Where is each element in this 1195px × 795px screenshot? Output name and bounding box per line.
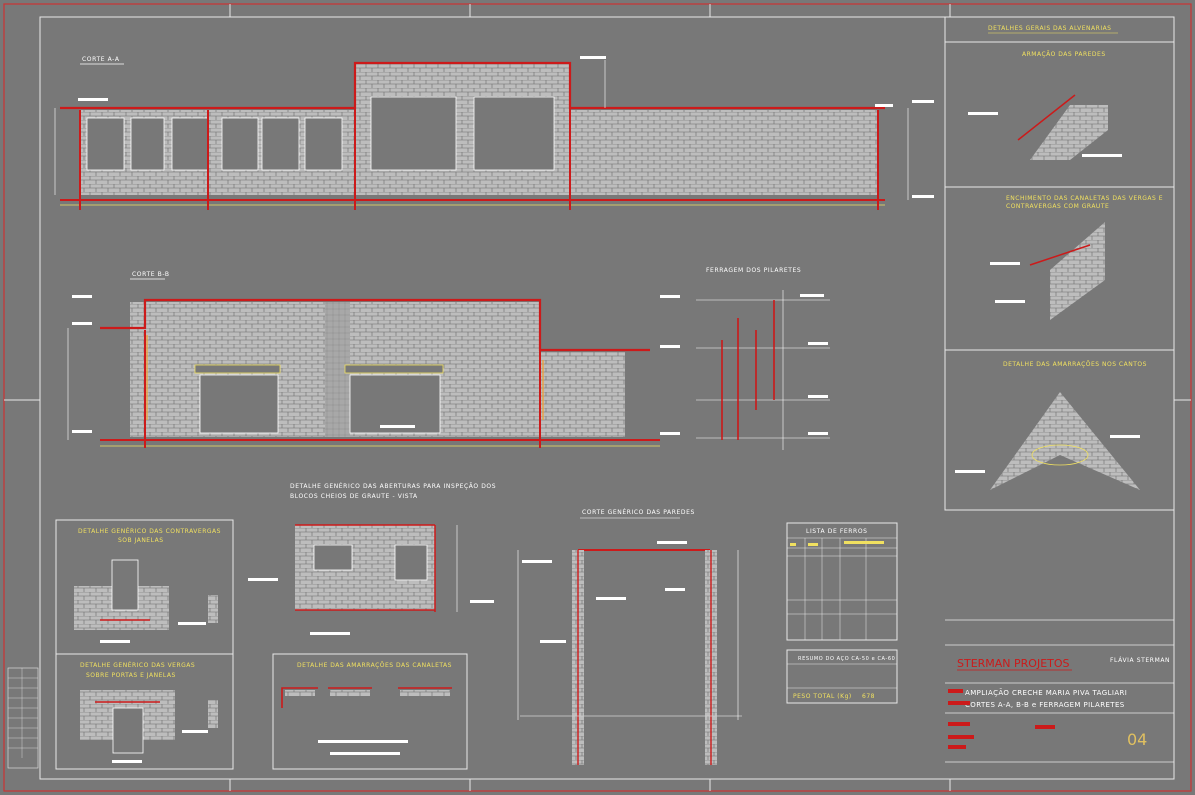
title-block: STERMAN PROJETOS FLÁVIA STERMAN AMPLIAÇÃ… <box>945 619 1174 763</box>
project-name: AMPLIAÇÃO CRECHE MARIA PIVA TAGLIARI <box>965 688 1127 697</box>
aberturas-title-1: DETALHE GENÉRICO DAS ABERTURAS PARA INSP… <box>290 482 496 490</box>
contravergas-title-2: SOB JANELAS <box>118 537 164 544</box>
section-corte-aa: CORTE A-A <box>54 56 934 210</box>
enchimento-title-1: ENCHIMENTO DAS CANALETAS DAS VERGAS E <box>1006 195 1163 202</box>
sheet-number: 04 <box>1127 730 1147 749</box>
vergas-title-1: DETALHE GENÉRICO DAS VERGAS <box>80 661 195 669</box>
section-corte-generico: CORTE GENÉRICO DAS PAREDES <box>517 508 742 765</box>
peso-total-value: 678 <box>862 693 875 700</box>
vergas-title-2: SOBRE PORTAS E JANELAS <box>86 672 176 679</box>
company-name: STERMAN PROJETOS <box>957 657 1070 670</box>
left-legend-strip <box>7 667 39 769</box>
corte-generico-title: CORTE GENÉRICO DAS PAREDES <box>582 508 695 516</box>
table-lista-ferros: LISTA DE FERROS <box>786 522 898 641</box>
section-contravergas: DETALHE GENÉRICO DAS CONTRAVERGAS SOB JA… <box>55 519 234 655</box>
sheet-content: CORTES A-A, B-B e FERRAGEM PILARETES <box>965 701 1125 709</box>
outer-frame <box>3 3 1192 792</box>
section-ferragem-pilaretes: FERRAGEM DOS PILARETES <box>696 267 830 450</box>
enchimento-title-2: CONTRAVERGAS COM GRAUTE <box>1006 203 1109 210</box>
corte-aa-title: CORTE A-A <box>82 56 120 63</box>
amarracoes-title: DETALHE DAS AMARRAÇÕES DAS CANALETAS <box>297 662 452 669</box>
section-detalhe-aberturas: DETALHE GENÉRICO DAS ABERTURAS PARA INSP… <box>248 482 496 635</box>
resumo-title: RESUMO DO AÇO CA-50 e CA-60 <box>798 656 895 662</box>
wall-aa-right <box>570 110 878 195</box>
peso-total-label: PESO TOTAL (Kg) <box>793 693 852 700</box>
author-name: FLÁVIA STERMAN <box>1110 657 1170 664</box>
contravergas-title-1: DETALHE GENÉRICO DAS CONTRAVERGAS <box>78 527 221 535</box>
right-panel-alvenarias: DETALHES GERAIS DAS ALVENARIAS ARMAÇÃO D… <box>944 16 1175 511</box>
alvenarias-title: DETALHES GERAIS DAS ALVENARIAS <box>988 25 1112 32</box>
table-resumo-aco: RESUMO DO AÇO CA-50 e CA-60 PESO TOTAL (… <box>786 649 898 704</box>
armacao-title: ARMAÇÃO DAS PAREDES <box>1022 51 1106 58</box>
lista-ferros-title: LISTA DE FERROS <box>806 528 868 535</box>
section-vergas: DETALHE GENÉRICO DAS VERGAS SOBRE PORTAS… <box>55 653 234 770</box>
amarracao-cantos-title: DETALHE DAS AMARRAÇÕES NOS CANTOS <box>1003 361 1147 368</box>
ferragem-title: FERRAGEM DOS PILARETES <box>706 267 801 274</box>
aberturas-title-2: BLOCOS CHEIOS DE GRAUTE - VISTA <box>290 493 418 500</box>
section-amarracoes: DETALHE DAS AMARRAÇÕES DAS CANALETAS <box>272 653 468 770</box>
section-corte-bb: CORTE B-B <box>67 271 680 448</box>
corte-bb-title: CORTE B-B <box>132 271 170 278</box>
frame-ticks <box>4 4 1191 791</box>
